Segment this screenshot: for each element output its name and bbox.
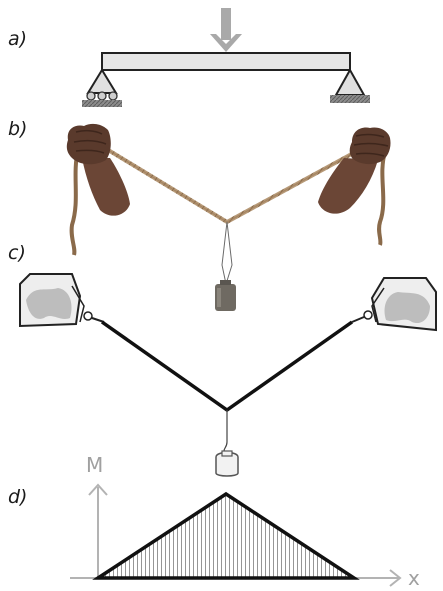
fist-icon	[318, 127, 391, 214]
y-axis-arrow-icon	[88, 483, 108, 496]
beam	[101, 52, 351, 71]
panel-d-moment-diagram: M x	[70, 453, 420, 590]
rope-end-right	[377, 151, 387, 246]
panel-c-cable-sketch	[19, 273, 437, 477]
fist-icon	[66, 123, 130, 216]
y-axis-label: M	[86, 453, 103, 477]
down-arrow-icon	[210, 8, 242, 52]
x-axis-label: x	[408, 566, 420, 590]
weight-icon	[215, 450, 239, 477]
panel-label-d: d)	[8, 486, 28, 508]
clamp-icon	[351, 277, 437, 332]
cable-v	[100, 320, 354, 413]
pin-support-icon	[330, 67, 370, 103]
roller-support-icon	[82, 68, 122, 107]
rope-end-left	[69, 149, 80, 256]
panel-label-c: c)	[8, 242, 26, 264]
clamp-icon	[19, 273, 105, 328]
moment-triangle	[92, 491, 360, 580]
weight-string	[221, 221, 233, 286]
hanger-string	[223, 410, 228, 452]
panel-label-b: b)	[8, 118, 28, 140]
x-axis-arrow-icon	[389, 569, 402, 587]
weight-icon	[215, 280, 236, 311]
panel-b-rope-experiment	[66, 123, 391, 311]
panel-a-beam-diagram	[82, 8, 370, 107]
panel-label-a: a)	[8, 28, 28, 50]
